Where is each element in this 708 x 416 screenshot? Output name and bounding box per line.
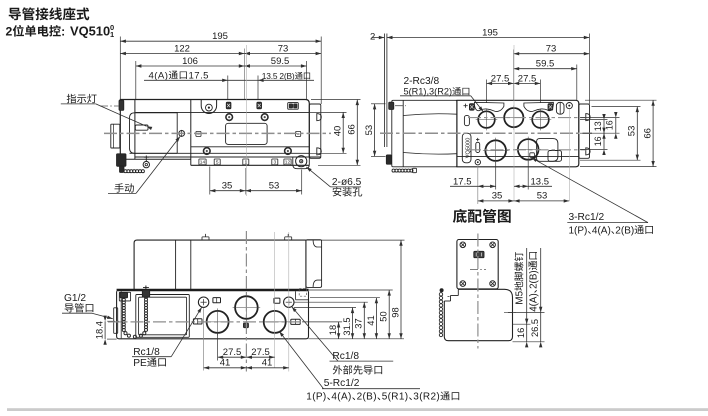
svg-text:M5: M5 bbox=[515, 290, 526, 304]
svg-text:2: 2 bbox=[370, 31, 375, 42]
svg-text:13.5: 13.5 bbox=[531, 176, 550, 187]
svg-text:31.5: 31.5 bbox=[342, 317, 352, 335]
svg-text:13: 13 bbox=[593, 121, 603, 131]
svg-text:66: 66 bbox=[347, 124, 358, 135]
svg-text:35: 35 bbox=[492, 191, 503, 202]
svg-text:27.5: 27.5 bbox=[223, 347, 242, 358]
svg-text:1(P): 1(P) bbox=[569, 225, 588, 236]
svg-text:3: 3 bbox=[274, 160, 277, 166]
svg-text:5(R1),3(R2): 5(R1),3(R2) bbox=[404, 87, 453, 97]
svg-text:Rc1/8: Rc1/8 bbox=[332, 351, 359, 362]
svg-text:17.5: 17.5 bbox=[189, 71, 209, 82]
svg-text:17.5: 17.5 bbox=[453, 176, 472, 187]
svg-text:4(A): 4(A) bbox=[149, 71, 169, 82]
svg-text:16: 16 bbox=[516, 328, 526, 338]
svg-text:4(A): 4(A) bbox=[592, 225, 611, 236]
svg-text:2-ø6.5: 2-ø6.5 bbox=[332, 177, 362, 188]
svg-text:53: 53 bbox=[364, 125, 375, 136]
svg-text:195: 195 bbox=[212, 31, 228, 42]
svg-text:53: 53 bbox=[627, 126, 638, 137]
svg-text:59.5: 59.5 bbox=[271, 56, 290, 67]
svg-text:5-Rc1/2: 5-Rc1/2 bbox=[324, 378, 360, 389]
svg-text:2-Rc3/8: 2-Rc3/8 bbox=[404, 76, 440, 87]
svg-text:53: 53 bbox=[537, 191, 548, 202]
svg-text:12: 12 bbox=[285, 160, 291, 166]
svg-text:Rc1/8: Rc1/8 bbox=[133, 347, 160, 358]
svg-text:VQ510: VQ510 bbox=[70, 24, 110, 39]
svg-text:2(B): 2(B) bbox=[529, 270, 540, 289]
svg-text:16: 16 bbox=[593, 136, 603, 146]
svg-text:0: 0 bbox=[110, 23, 114, 32]
svg-text:1: 1 bbox=[245, 160, 248, 166]
svg-text:35: 35 bbox=[222, 180, 233, 191]
svg-text:195: 195 bbox=[482, 28, 498, 39]
svg-text:2(B): 2(B) bbox=[357, 392, 377, 403]
svg-text:5: 5 bbox=[216, 160, 219, 166]
svg-text:13.5 2(B): 13.5 2(B) bbox=[262, 71, 295, 81]
svg-text:122: 122 bbox=[174, 44, 190, 55]
svg-text:73: 73 bbox=[278, 44, 289, 55]
svg-text:1(P): 1(P) bbox=[306, 392, 326, 403]
svg-text:41: 41 bbox=[366, 315, 376, 325]
svg-text:VQ5000: VQ5000 bbox=[465, 138, 471, 159]
svg-text:4(A): 4(A) bbox=[331, 392, 351, 403]
svg-text:27.5: 27.5 bbox=[518, 73, 537, 84]
svg-text:73: 73 bbox=[546, 44, 557, 55]
svg-text:53: 53 bbox=[269, 180, 280, 191]
svg-text:59.5: 59.5 bbox=[536, 59, 555, 70]
svg-text:26.5: 26.5 bbox=[530, 319, 540, 337]
svg-text:40: 40 bbox=[333, 126, 344, 137]
svg-text:1: 1 bbox=[110, 30, 114, 39]
svg-text:5(R1): 5(R1) bbox=[382, 392, 409, 403]
svg-text:14: 14 bbox=[200, 160, 206, 166]
svg-text:16: 16 bbox=[605, 120, 615, 130]
svg-text:27.5: 27.5 bbox=[491, 73, 510, 84]
svg-text:37: 37 bbox=[354, 318, 364, 328]
svg-text:18.4: 18.4 bbox=[94, 321, 104, 339]
svg-text:2(B): 2(B) bbox=[615, 225, 634, 236]
svg-text:G1/2: G1/2 bbox=[64, 293, 86, 304]
svg-text:41: 41 bbox=[262, 358, 273, 369]
svg-text:50: 50 bbox=[379, 311, 389, 321]
svg-text:27.5: 27.5 bbox=[251, 347, 269, 358]
svg-text:18: 18 bbox=[328, 325, 338, 335]
svg-text:66: 66 bbox=[642, 128, 653, 139]
svg-text:PE: PE bbox=[133, 358, 147, 369]
svg-text:41: 41 bbox=[220, 358, 231, 369]
svg-text:3-Rc1/2: 3-Rc1/2 bbox=[569, 212, 605, 223]
svg-text:106: 106 bbox=[182, 56, 198, 67]
svg-text:2: 2 bbox=[6, 25, 13, 39]
svg-text:4(A): 4(A) bbox=[529, 293, 540, 312]
svg-text:98: 98 bbox=[390, 307, 400, 317]
svg-text::: : bbox=[61, 25, 65, 39]
svg-text:3(R2): 3(R2) bbox=[413, 392, 440, 403]
